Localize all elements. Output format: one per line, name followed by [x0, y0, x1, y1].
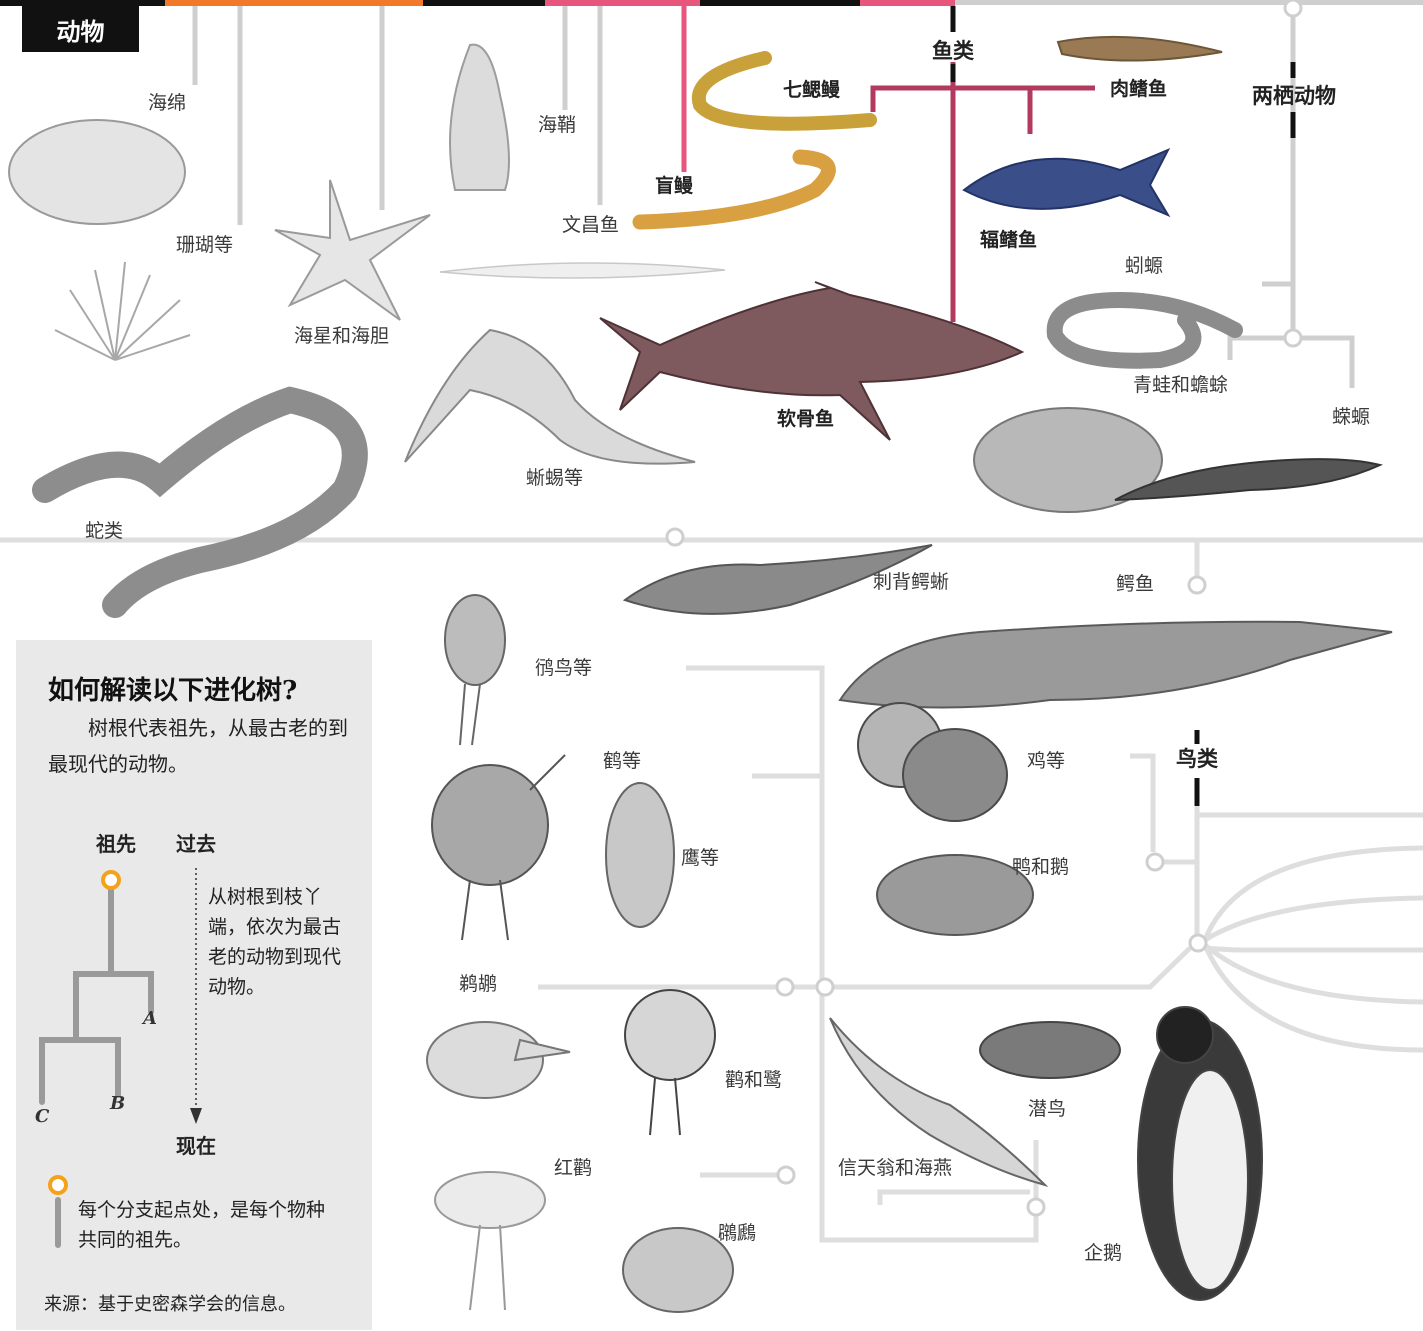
caecilian-illustration [1055, 300, 1235, 361]
hawk-illustration [606, 783, 674, 927]
label-sponges: 海绵 [148, 94, 186, 113]
label-flamingos: 红鹳 [554, 1159, 592, 1178]
grebe-illustration [623, 1228, 733, 1312]
label-sea-squirts: 海鞘 [538, 116, 576, 135]
label-caecilian: 蚓螈 [1125, 257, 1163, 276]
label-tuatara: 刺背鳄蜥 [873, 573, 949, 592]
label-pelicans: 鹈鹕 [459, 975, 497, 994]
crane-illustration [432, 755, 565, 940]
label-cranes: 鹤等 [603, 752, 641, 771]
label-lobe-finned-fish: 肉鳍鱼 [1110, 80, 1167, 99]
label-loons: 潜鸟 [1028, 1100, 1066, 1119]
panel-present-label: 现在 [176, 1130, 216, 1159]
lobe-finned-fish-illustration [1058, 37, 1222, 61]
panel-direction-text: 从树根到枝丫端，依次为最古老的动物到现代动物。 [208, 882, 358, 1002]
ray-finned-fish-illustration [964, 150, 1168, 215]
sponge-illustration [9, 120, 185, 224]
label-corals: 珊瑚等 [176, 236, 233, 255]
turkey-illustration [858, 703, 1007, 821]
pelican-illustration [427, 1022, 570, 1098]
panel-key-text: 每个分支起点处，是每个物种共同的祖先。 [78, 1195, 338, 1255]
sea-squirt-illustration [450, 45, 509, 190]
snake-illustration [45, 400, 355, 605]
label-ducks-geese: 鸭和鹅 [1012, 858, 1069, 877]
loon-illustration [980, 1022, 1120, 1078]
crocodile-illustration [840, 622, 1392, 708]
label-lizards: 蜥蜴等 [526, 469, 583, 488]
mini-tree-label-a: A [143, 1008, 157, 1029]
label-lamprey: 七鳃鳗 [783, 81, 840, 100]
label-lancelet: 文昌鱼 [562, 216, 619, 235]
mini-tree-label-b: B [110, 1093, 125, 1114]
label-snakes: 蛇类 [85, 522, 123, 541]
label-hagfish: 盲鳗 [655, 177, 693, 196]
label-storks-herons: 鹳和鹭 [725, 1071, 782, 1090]
label-salamanders: 蝾螈 [1332, 408, 1370, 427]
flamingo-illustration [435, 1172, 545, 1310]
lancelet-illustration [440, 263, 725, 278]
label-plovers: 鸻鸟等 [535, 659, 592, 678]
starfish-illustration [275, 180, 430, 320]
label-fowl: 鸡等 [1027, 752, 1065, 771]
label-starfish: 海星和海胆 [294, 327, 389, 346]
penguin-illustration [1138, 1007, 1262, 1300]
label-penguins: 企鹅 [1084, 1244, 1122, 1263]
panel-source: 来源：基于史密森学会的信息。 [44, 1290, 296, 1316]
category-tab: 动物 [22, 6, 139, 52]
mini-tree-label-c: C [35, 1106, 49, 1127]
label-cartilaginous-fish: 软骨鱼 [777, 410, 834, 429]
stork-illustration [625, 990, 715, 1135]
plover-illustration [445, 595, 505, 745]
label-crocodiles: 鳄鱼 [1116, 575, 1154, 594]
how-to-read-panel: 如何解读以下进化树? 树根代表祖先，从最古老的到最现代的动物。 祖先 过去 A … [16, 640, 372, 1330]
top-branch-bar [0, 0, 1423, 6]
group-birds-heading: 鸟类 [1176, 749, 1218, 770]
coral-illustration [55, 262, 190, 360]
group-fish-heading: 鱼类 [932, 41, 974, 62]
duck-illustration [877, 855, 1033, 935]
label-frogs-toads: 青蛙和蟾蜍 [1133, 376, 1228, 395]
label-grebes: 鸊鷉 [718, 1224, 756, 1243]
label-albatross: 信天翁和海燕 [838, 1159, 952, 1178]
group-amphibians-heading: 两栖动物 [1252, 86, 1336, 107]
label-hawks: 鹰等 [681, 849, 719, 868]
label-ray-finned-fish: 辐鳍鱼 [980, 231, 1037, 250]
